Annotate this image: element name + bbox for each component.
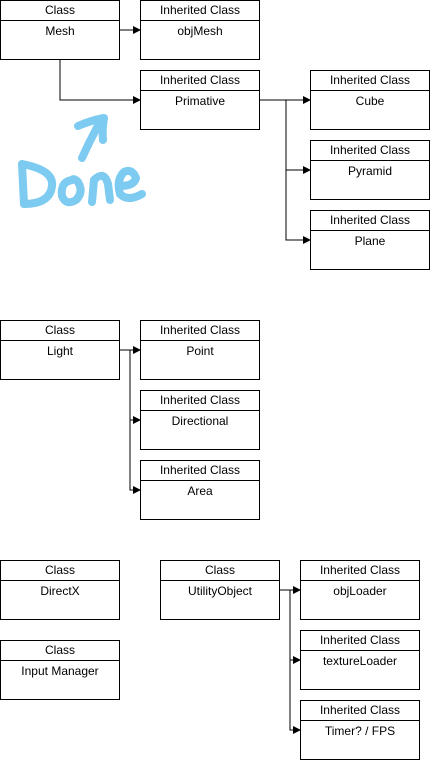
class-box-timer[interactable]: Inherited Class Timer? / FPS: [300, 700, 420, 760]
box-name: Cube: [355, 94, 385, 108]
class-box-objloader[interactable]: Inherited Class objLoader: [300, 560, 420, 620]
edge-mesh-primative: [59, 60, 141, 104]
edge-utility-timer: [289, 660, 301, 734]
class-box-primative[interactable]: Inherited Class Primative: [140, 70, 260, 130]
box-name: Area: [187, 484, 213, 498]
box-header: Inherited Class: [311, 71, 429, 91]
class-box-objmesh[interactable]: Inherited Class objMesh: [140, 0, 260, 60]
box-header: Inherited Class: [301, 631, 419, 651]
box-header: Inherited Class: [141, 461, 259, 481]
class-box-utilityobject[interactable]: Class UtilityObject: [160, 560, 280, 620]
box-header: Inherited Class: [141, 321, 259, 341]
class-box-mesh[interactable]: Class Mesh: [0, 0, 120, 60]
class-box-directional[interactable]: Inherited Class Directional: [140, 390, 260, 450]
box-name: Point: [186, 344, 214, 358]
edge-utility-textureloader: [289, 590, 301, 664]
box-name: DirectX: [40, 584, 80, 598]
box-header: Inherited Class: [141, 1, 259, 21]
done-annotation: [18, 114, 146, 208]
class-box-light[interactable]: Class Light: [0, 320, 120, 380]
box-header: Class: [1, 641, 119, 661]
box-name: Pyramid: [347, 164, 392, 178]
class-box-textureloader[interactable]: Inherited Class textureLoader: [300, 630, 420, 690]
box-header: Inherited Class: [311, 211, 429, 231]
box-header: Inherited Class: [141, 71, 259, 91]
box-name: Timer? / FPS: [324, 724, 396, 738]
box-name: textureLoader: [322, 654, 398, 668]
edge-light-area: [129, 420, 141, 494]
box-header: Class: [1, 321, 119, 341]
box-name: objLoader: [333, 584, 387, 598]
box-header: Inherited Class: [301, 561, 419, 581]
class-box-cube[interactable]: Inherited Class Cube: [310, 70, 430, 130]
box-name: objMesh: [177, 24, 223, 38]
class-box-pyramid[interactable]: Inherited Class Pyramid: [310, 140, 430, 200]
class-box-directx[interactable]: Class DirectX: [0, 560, 120, 620]
box-header: Class: [1, 1, 119, 21]
class-box-plane[interactable]: Inherited Class Plane: [310, 210, 430, 270]
edge-primative-pyramid: [285, 100, 311, 174]
edge-light-directional: [129, 350, 141, 424]
box-name: Mesh: [45, 24, 75, 38]
box-header: Inherited Class: [141, 391, 259, 411]
box-name: Light: [46, 344, 74, 358]
box-header: Inherited Class: [311, 141, 429, 161]
box-header: Inherited Class: [301, 701, 419, 721]
box-header: Class: [161, 561, 279, 581]
box-name: Plane: [354, 234, 386, 248]
box-name: UtilityObject: [187, 584, 252, 598]
class-box-input-manager[interactable]: Class Input Manager: [0, 640, 120, 700]
box-name: Directional: [171, 414, 229, 428]
class-box-area[interactable]: Inherited Class Area: [140, 460, 260, 520]
class-box-point[interactable]: Inherited Class Point: [140, 320, 260, 380]
box-name: Input Manager: [21, 664, 99, 678]
edge-primative-plane: [285, 170, 311, 244]
box-header: Class: [1, 561, 119, 581]
box-name: Primative: [174, 94, 225, 108]
